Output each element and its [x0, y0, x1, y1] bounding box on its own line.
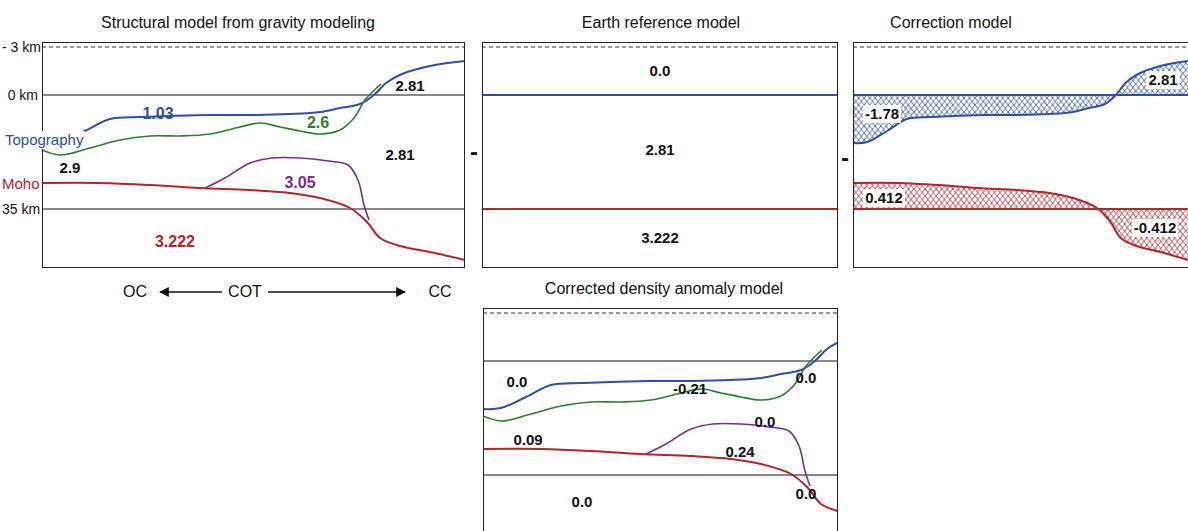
- moho-line: [42, 183, 465, 260]
- density-value: 0.0: [796, 485, 817, 503]
- panel-title: Corrected density anomaly model: [545, 279, 783, 299]
- density-value: 0.0: [572, 493, 593, 511]
- structural-panel-art: [42, 47, 465, 260]
- axis-label: 35 km: [2, 200, 40, 218]
- margin-label: OC: [123, 283, 147, 301]
- reference-moho-line: [42, 209, 465, 210]
- correction-panel-art: [853, 47, 1188, 260]
- panel-title: Correction model: [890, 13, 1012, 33]
- operator-sign: -: [841, 149, 849, 167]
- density-value: 0.412: [863, 189, 905, 207]
- minus-3km-line: [483, 313, 838, 314]
- model-panel: Corrected density anomaly model: [483, 308, 838, 531]
- density-value: 0.24: [725, 443, 754, 461]
- zero-km-line: [42, 95, 465, 96]
- zero-km-line: [853, 94, 1188, 96]
- density-value: 2.6: [307, 114, 329, 132]
- axis-label: Moho: [2, 175, 40, 193]
- density-value: 3.05: [284, 174, 315, 192]
- sediment-base-line: [483, 350, 822, 421]
- axis-label: Topography: [3, 131, 85, 149]
- panel-title: Structural model from gravity modeling: [101, 13, 375, 33]
- margin-label: COT: [228, 283, 262, 301]
- moho-line: [853, 183, 1188, 260]
- reference-panel-art: [482, 47, 838, 209]
- operator-sign: -: [470, 143, 478, 161]
- density-value: -1.78: [863, 105, 901, 123]
- density-value: 3.222: [641, 229, 679, 247]
- topography-correction-hatch: [853, 61, 1188, 143]
- density-value: 2.81: [1146, 71, 1179, 89]
- direction-arrow: [268, 291, 405, 292]
- sediment-base-line: [42, 84, 381, 155]
- moho-line: [483, 449, 838, 526]
- axis-label: 0 km: [8, 86, 38, 104]
- density-value: 0.0: [507, 373, 528, 391]
- density-value: 2.81: [395, 77, 424, 95]
- moho-correction-hatch: [853, 183, 1188, 260]
- density-value: 1.03: [142, 105, 173, 123]
- corrected-panel-art: [483, 313, 838, 526]
- topography-line: [42, 61, 465, 143]
- reference-moho-line: [482, 208, 838, 210]
- density-value: 0.09: [513, 431, 542, 449]
- density-value: 2.9: [60, 159, 81, 177]
- topography-line: [483, 327, 838, 409]
- zero-km-line: [483, 361, 838, 362]
- density-value: 0.0: [650, 62, 671, 80]
- density-value: 2.81: [385, 146, 414, 164]
- minus-3km-line: [482, 47, 838, 48]
- minus-3km-line: [42, 47, 465, 48]
- axis-label: - 3 km: [2, 38, 41, 56]
- zero-km-line: [482, 94, 838, 96]
- reference-moho-line: [853, 208, 1188, 210]
- density-value: 2.81: [645, 141, 674, 159]
- density-value: 0.0: [796, 369, 817, 387]
- minus-3km-line: [853, 47, 1188, 48]
- direction-arrow: [160, 291, 222, 292]
- topography-line: [853, 61, 1188, 143]
- density-value: -0.21: [673, 380, 707, 398]
- density-value: 3.222: [155, 233, 195, 251]
- density-value: 0.0: [755, 413, 776, 431]
- reference-moho-line: [483, 475, 838, 476]
- density-value: -0.412: [1132, 219, 1179, 237]
- margin-label: CC: [428, 283, 451, 301]
- panel-title: Earth reference model: [582, 13, 740, 33]
